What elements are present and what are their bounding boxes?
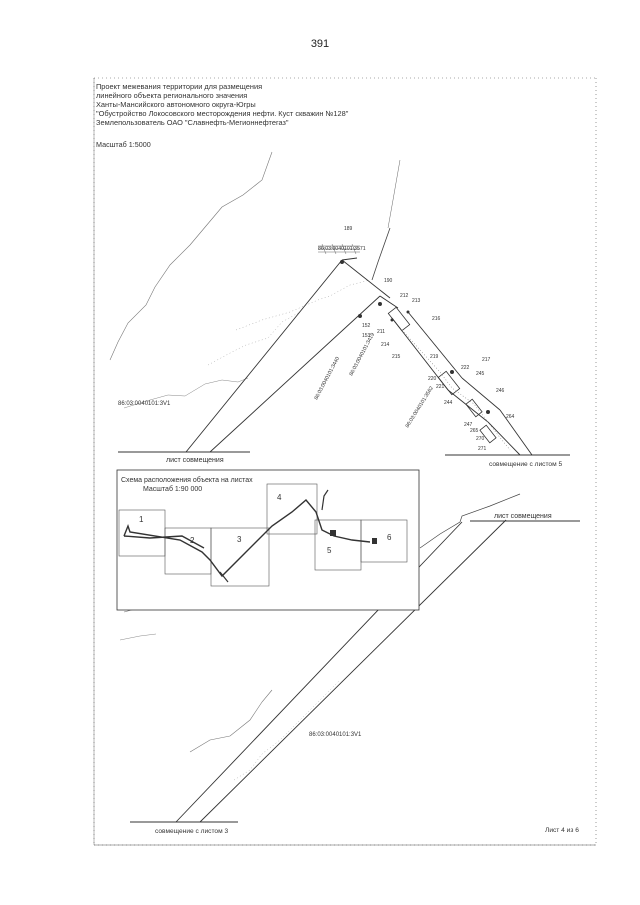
point-label: 222	[461, 365, 470, 371]
terrain-dotted-upper-2	[207, 311, 301, 366]
point-label: 152	[362, 323, 371, 329]
point-label: 270	[476, 436, 485, 442]
inset-sheet-3: 3	[237, 535, 242, 544]
terrain-line-lower-2	[189, 689, 273, 753]
point-label: 189	[344, 226, 353, 232]
survey-markers	[340, 260, 490, 414]
point-label: 245	[476, 371, 485, 377]
header-line-1: Проект межевания территории для размещен…	[96, 82, 263, 91]
point-label: 215	[392, 354, 401, 360]
boundary-line-top	[371, 227, 391, 281]
header-line-5: Землепользователь ОАО "Славнефть-Мегионн…	[96, 118, 289, 127]
inset-route-2	[123, 535, 205, 549]
point-label: 153	[362, 333, 371, 339]
road-line-top	[387, 159, 401, 229]
inset-sheets	[118, 483, 408, 587]
inset-scale: Масштаб 1:90 000	[143, 486, 203, 493]
terrain-line-right	[419, 493, 521, 549]
inset-marker-2	[372, 538, 377, 544]
pipeline-dotted	[401, 329, 511, 451]
point-label: 214	[381, 342, 390, 348]
point-label: 213	[412, 298, 421, 304]
point-label: 211	[377, 329, 385, 335]
inset-title-text: Схема расположения объекта на листах	[121, 477, 253, 484]
parcel-label-top: 86:03:0040101:3571	[318, 246, 366, 252]
inset-sheet-4: 4	[277, 493, 282, 502]
header-line-4: "Обустройство Локосовского месторождения…	[96, 109, 349, 118]
parcel-label-bottom: 86:03:0040101:3V1	[309, 732, 362, 738]
point-label: 271	[478, 446, 487, 452]
terrain-line-lower-3	[119, 633, 157, 641]
point-label: 220	[428, 376, 437, 382]
parcel-label-diag-2: 86:03:0040101:3440	[313, 356, 341, 401]
inset-frame	[116, 469, 420, 611]
corridor-blocks	[387, 306, 497, 444]
point-label: 265	[470, 428, 479, 434]
point-label: 246	[496, 388, 505, 394]
header-line-2: линейного объекта регионального значения	[96, 91, 248, 100]
hatched-parcel-top	[318, 243, 360, 255]
inset-sheet-6: 6	[387, 533, 392, 542]
inset-sheet-5: 5	[327, 546, 332, 555]
label-sheet-match-top: лист совмещения	[166, 457, 224, 464]
sheet-index: Лист 4 из 6	[545, 827, 579, 834]
inset-sheet-numbers: 1 2 3 4 5 6	[139, 493, 392, 555]
point-label: 247	[464, 422, 473, 428]
inset-end	[219, 571, 229, 583]
label-match-with-3: совмещение с листом 3	[155, 828, 228, 835]
inset-marker-1	[330, 530, 336, 536]
parcel-label-left: 86:03:0040101:3V1	[118, 401, 171, 407]
terrain-dotted-lower	[233, 679, 341, 781]
point-label: 212	[400, 293, 409, 299]
inset-title: Схема расположения объекта на листах Мас…	[121, 476, 253, 494]
label-sheet-match-right: лист совмещения	[494, 513, 552, 520]
corridor-right	[391, 311, 533, 456]
inset-route-branch	[321, 489, 329, 511]
point-labels: 189 190 212 213 216 152 153 211 214 215 …	[344, 226, 515, 452]
point-label: 219	[430, 354, 439, 360]
terrain-solid-left	[123, 377, 249, 409]
page-number: 391	[310, 38, 330, 50]
label-match-with-5: совмещение с листом 5	[489, 461, 562, 468]
point-label: 244	[444, 400, 453, 406]
inset-sheet-2: 2	[190, 536, 195, 545]
terrain-dotted-upper	[235, 279, 371, 331]
corridor-upper	[185, 257, 399, 453]
inset-sheet-1: 1	[139, 515, 144, 524]
point-label: 216	[432, 316, 441, 322]
parcel-label-diag-3: 86:03:0040101:3562	[405, 385, 435, 429]
inset-route	[123, 499, 371, 578]
point-label: 221	[436, 384, 445, 390]
terrain-line-upper	[109, 151, 273, 361]
point-label: 264	[506, 414, 515, 420]
point-label: 217	[482, 357, 491, 363]
map-scale: Масштаб 1:5000	[96, 140, 151, 149]
point-label: 190	[384, 278, 393, 284]
header-line-3: Ханты-Мансийского автономного округа-Югр…	[96, 100, 256, 109]
